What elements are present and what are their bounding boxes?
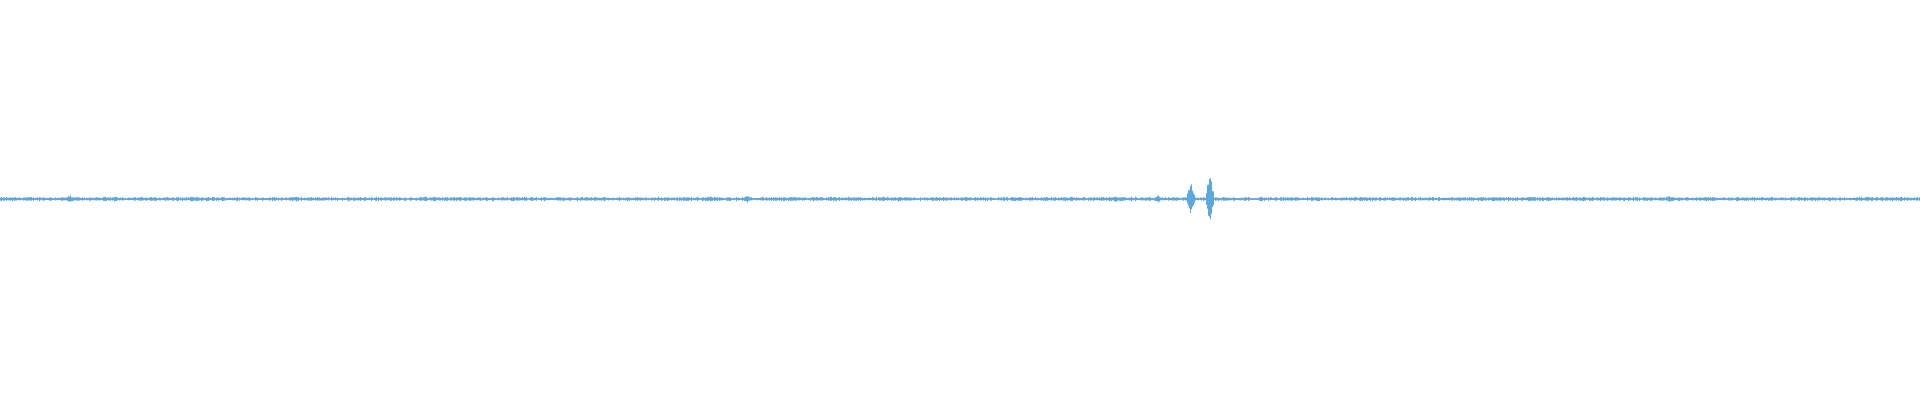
waveform-trace (0, 178, 1920, 220)
